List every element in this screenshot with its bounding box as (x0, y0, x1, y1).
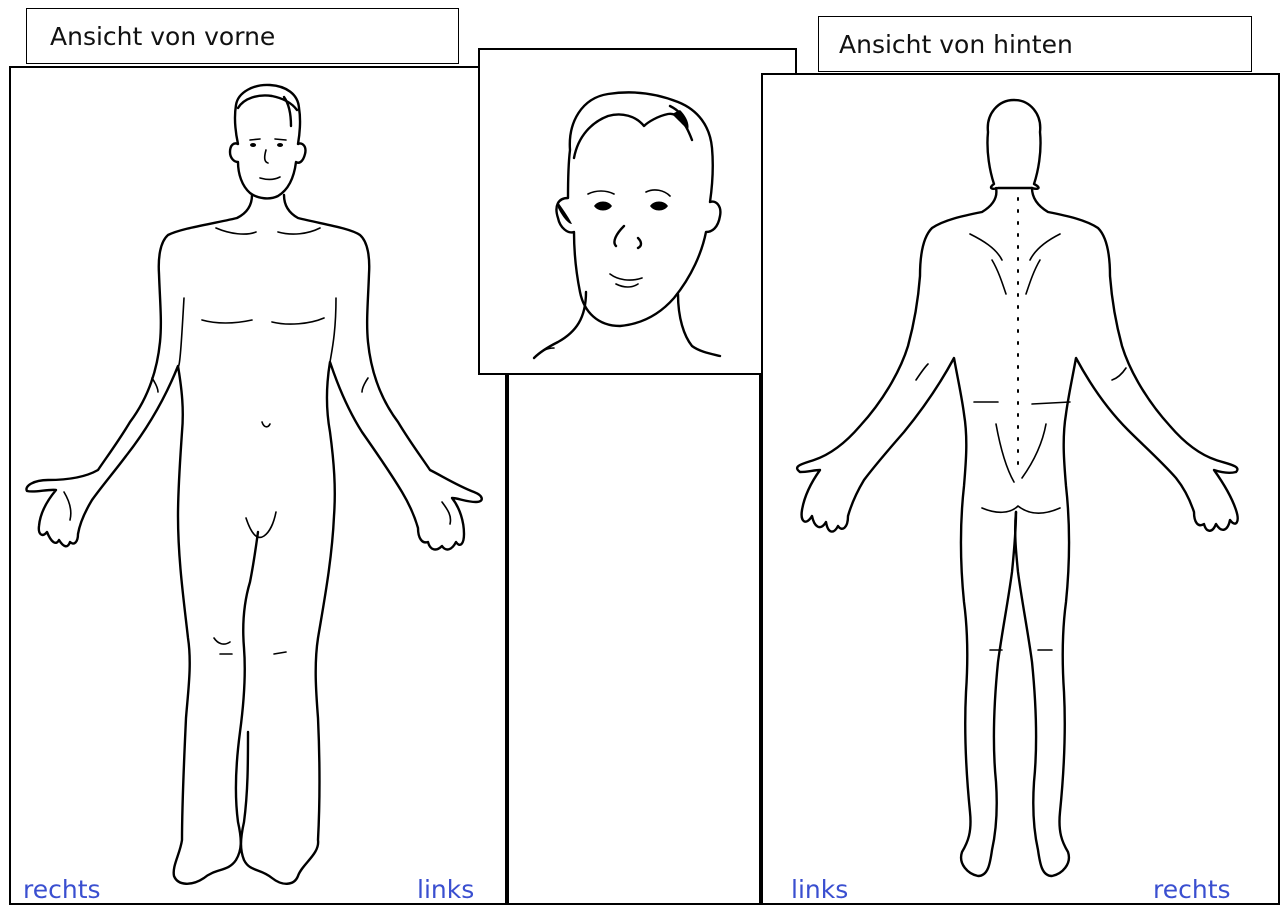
front-view-title: Ansicht von vorne (26, 8, 459, 64)
back-view-title-text: Ansicht von hinten (839, 32, 1073, 57)
back-view-panel: links rechts (761, 73, 1280, 905)
middle-strip (507, 370, 761, 905)
front-body-figure (11, 68, 509, 907)
front-right-side-label: rechts (23, 877, 101, 902)
head-view-panel (478, 48, 797, 375)
front-left-side-label: links (417, 877, 474, 902)
back-view-title: Ansicht von hinten (818, 16, 1252, 72)
front-view-title-text: Ansicht von vorne (50, 24, 275, 49)
front-view-panel: rechts links (9, 66, 507, 905)
back-body-figure (763, 75, 1280, 907)
back-right-side-label: rechts (1153, 877, 1231, 902)
head-figure (480, 50, 799, 377)
back-left-side-label: links (791, 877, 848, 902)
